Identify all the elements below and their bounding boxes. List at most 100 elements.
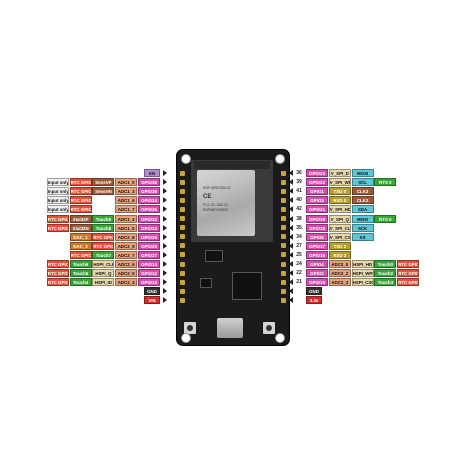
- mount-hole-top-left: [181, 154, 191, 164]
- left-header-pin-10: [180, 261, 185, 267]
- right-pin-12-connector: [289, 279, 293, 286]
- right-pin-12-label-1: ADC2_3: [328, 278, 351, 287]
- right-pin-10-label-4: RTC GPIO10: [397, 260, 420, 268]
- left-pin-4-label-0: Input only: [46, 205, 69, 214]
- right-pin-0-label-0: GPIO23: [306, 169, 328, 177]
- right-pin-9-connector: [289, 251, 293, 258]
- right-header-pin-11: [281, 270, 286, 276]
- left-pin-8-label-0: DAC_2: [69, 241, 92, 250]
- left-header-pin-12: [180, 279, 185, 285]
- right-pin-6-label-2: SCK: [351, 223, 374, 232]
- right-header-pin-0: [281, 170, 286, 176]
- right-pin-1-number: 39: [296, 179, 302, 186]
- module-marking: ESP-WROOM-32 CE FCC ID: 2AC7Z-ESPWROOM32: [203, 186, 251, 212]
- left-pin-9-connector: [163, 251, 167, 258]
- left-pin-0-label-0: EN: [144, 169, 160, 177]
- left-pin-11-label-4: GPIO12: [138, 269, 160, 278]
- mount-hole-top-right: [275, 154, 285, 164]
- right-pin-4-label-2: SDA: [351, 205, 374, 214]
- left-pin-8-label-1: RTC GPIO7: [92, 241, 115, 250]
- left-pin-12-label-0: RTC GPIO14: [46, 278, 69, 287]
- right-pin-5-label-0: GPIO19: [306, 214, 328, 223]
- right-pin-9-label-0: GPIO16: [306, 250, 328, 259]
- left-pin-9-label-2: ADC2_7: [115, 250, 138, 259]
- left-pin-4-label-3: ADC1_7: [115, 205, 138, 214]
- right-pin-8-number: 27: [296, 242, 302, 249]
- left-pin-2-label-2: SensVN: [92, 187, 115, 196]
- right-pin-12-label-2: HSPI_CS0: [351, 278, 374, 287]
- micro-usb-port: [217, 318, 243, 338]
- left-pin-6-label-3: ADC1_5: [115, 223, 138, 232]
- right-pin-6-connector: [289, 224, 293, 231]
- right-pin-0-number: 36: [296, 170, 302, 176]
- right-header-pin-5: [281, 216, 286, 221]
- left-pin-11-connector: [163, 270, 167, 277]
- right-pin-11-label-2: HSPI_WP0: [351, 269, 374, 278]
- right-pin-1-label-3: RTS 0: [374, 178, 397, 187]
- left-pin-3-label-1: RTC GPIO4: [69, 196, 92, 205]
- left-pin-4-label-4: GPIO35: [138, 205, 160, 214]
- left-pin-10-label-0: RTC GPIO16: [46, 260, 69, 268]
- left-pin-1-label-0: Input only: [46, 178, 69, 187]
- right-header-pin-13: [281, 288, 286, 294]
- left-pin-1-label-2: SensVP: [92, 178, 115, 187]
- left-pin-2-label-1: RTC GPIO3: [69, 187, 92, 196]
- left-pin-3-label-3: ADC1_6: [115, 196, 138, 205]
- left-pin-10-label-2: HSPI_CLK: [92, 260, 115, 268]
- left-pin-7-connector: [163, 233, 167, 240]
- left-pin-9-label-3: GPIO27: [138, 250, 160, 259]
- left-header-pin-13: [180, 288, 185, 294]
- right-pin-7-number: 34: [296, 233, 302, 240]
- left-header-pin-2: [180, 188, 185, 194]
- right-pin-5-number: 38: [296, 215, 302, 222]
- mount-hole-bottom-left: [181, 333, 191, 343]
- left-pin-6-label-0: RTC GPIO8: [46, 223, 69, 232]
- right-pin-5-label-1: V_SPI_Q: [328, 214, 351, 223]
- right-pin-11-label-0: GPIO2: [306, 269, 328, 278]
- left-pin-2-connector: [163, 188, 167, 195]
- mount-hole-bottom-right: [275, 333, 285, 343]
- right-pin-5-connector: [289, 215, 293, 222]
- right-pin-2-label-0: GPIO1: [306, 187, 328, 196]
- left-pin-3-label-0: Input only: [46, 196, 69, 205]
- right-pin-3-connector: [289, 197, 293, 204]
- right-header-pin-8: [281, 243, 286, 249]
- left-pin-1-label-3: ADC1_0: [115, 178, 138, 187]
- left-pin-5-label-1: Xtal32P: [69, 214, 92, 223]
- left-header-pin-5: [180, 216, 185, 221]
- left-pin-7-label-1: RTC GPIO6: [92, 232, 115, 241]
- right-pin-0-connector: [289, 170, 293, 176]
- usb-uart-chip: [232, 272, 262, 300]
- left-pin-2-label-4: GPIO39: [138, 187, 160, 196]
- left-header-pin-14: [180, 297, 185, 303]
- left-header-pin-6: [180, 225, 185, 231]
- left-pin-0-connector: [163, 170, 167, 176]
- left-header-pin-11: [180, 270, 185, 276]
- right-pin-14-label-0: 3.3v: [306, 296, 322, 305]
- right-pin-4-label-0: GPIO21: [306, 205, 328, 214]
- right-header-pin-10: [281, 261, 286, 267]
- left-header-pin-7: [180, 234, 185, 240]
- right-pin-7-label-0: GPIO5: [306, 232, 328, 241]
- right-pin-7-connector: [289, 233, 293, 240]
- left-pin-12-label-2: HSPI_ID: [92, 278, 115, 287]
- right-header-pin-14: [281, 297, 286, 303]
- right-pin-2-label-2: CLK3: [351, 187, 374, 196]
- right-pin-7-label-2: SS: [351, 232, 374, 241]
- left-pin-2-label-0: Input only: [46, 187, 69, 196]
- right-pin-1-label-1: V_SPI_WP: [328, 178, 351, 187]
- module-ce-mark: CE: [203, 193, 212, 200]
- right-pin-10-connector: [289, 261, 293, 267]
- left-pin-1-label-4: GPIO36: [138, 178, 160, 187]
- right-pin-7-label-1: V_SPI_CS0: [328, 232, 351, 241]
- right-pin-4-label-1: V_SPI_HD: [328, 205, 351, 214]
- right-pin-1-label-0: GPIO22: [306, 178, 328, 187]
- right-pin-4-number: 42: [296, 206, 302, 213]
- left-pin-6-label-1: Xtal32N: [69, 223, 92, 232]
- en-button: [184, 322, 196, 334]
- right-header-pin-9: [281, 252, 286, 258]
- right-pin-9-number: 25: [296, 251, 302, 258]
- left-pin-11-label-1: Touch5: [69, 269, 92, 278]
- right-pin-3-label-2: CLK2: [351, 196, 374, 205]
- left-pin-10-label-4: GPIO14: [138, 260, 160, 268]
